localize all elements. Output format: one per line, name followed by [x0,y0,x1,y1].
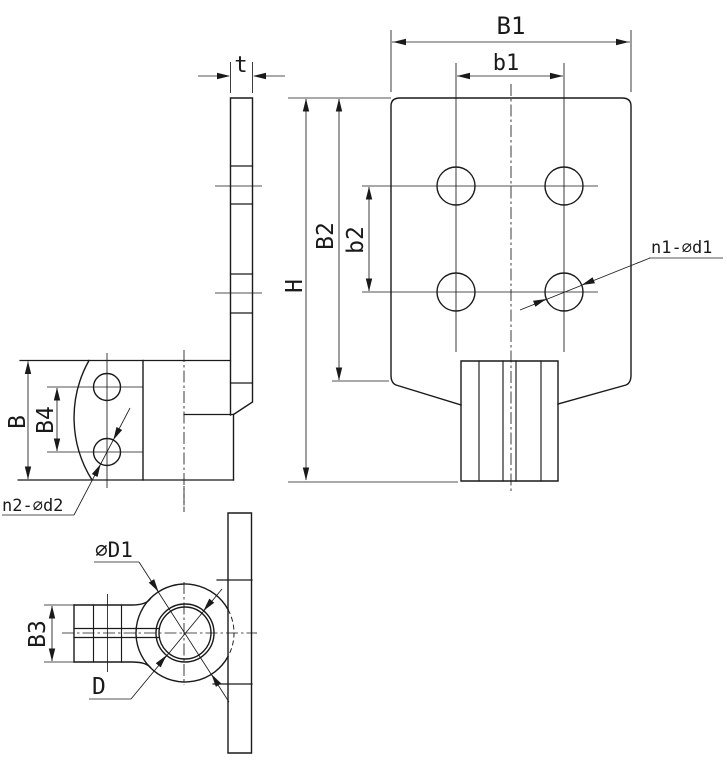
side-view: t [198,53,285,415]
dim-b1-arrow-left [457,72,470,80]
dim-B2-arrow-top [335,98,343,112]
side-bar-centerline-ticks [215,186,262,293]
left-view: B B4 n2-∅d2 [2,350,234,516]
callout-n2-d2-arrow-lower [91,464,101,478]
dim-H-arrow-top [302,98,310,112]
bottom-plate-outline [228,513,252,753]
dim-B3-arrow-top [48,605,56,619]
dim-B3-label: B3 [25,620,51,648]
bottom-boss-outer-circle [136,584,228,682]
front-hole-vertical-centerlines [456,63,564,352]
front-barrel-groove-lines [479,361,541,481]
dim-t-arrow-right [253,72,266,80]
dim-B1-label: B1 [497,12,526,40]
callout-n1-d1-arrow-outer [581,277,595,285]
dim-B4-arrow-bottom [53,438,61,452]
dim-B4-arrow-top [53,387,61,401]
left-body-rounded-end-arc [74,361,92,481]
callout-n2-d2: n2-∅d2 [2,408,130,516]
dim-B-arrow-top [24,361,32,374]
callout-n1-d1-label: n1-∅d1 [651,238,712,258]
dim-B1-arrow-left [393,38,406,46]
bottom-fork-groove-lines [94,605,122,662]
callout-n2-d2-arrow-upper [113,426,123,440]
callout-n1-d1-arrow-inner [533,299,547,307]
callout-n2-d2-label: n2-∅d2 [2,496,63,516]
dim-H-arrow-bottom [302,467,310,481]
dim-t-label: t [234,53,247,78]
dim-b1-label: b1 [493,51,520,76]
dim-b2-arrow-bottom [365,278,373,292]
bottom-fork-top-edge [74,599,151,606]
bottom-fork-slot-edges [74,629,159,638]
dim-B2-arrow-bottom [335,367,343,381]
callout-D-label: D [92,674,106,700]
callout-D-arrow-lower [155,655,167,668]
callout-D-arrow-upper [203,598,215,611]
bottom-view: B3 ∅D1 D [25,486,257,753]
dim-B1-extension-lines [391,30,631,92]
dim-B-arrow-bottom [24,466,32,480]
callout-D1-arrow-lower [211,674,222,687]
front-view: B1 b1 H B2 b2 n1-∅d1 [282,12,723,491]
dim-b2-label: b2 [343,226,369,254]
callout-n1-d1: n1-∅d1 [520,238,723,310]
callout-D1-label: ∅D1 [95,538,133,562]
dim-B3-arrow-bottom [48,648,56,662]
side-bar-outline [231,98,253,415]
dim-H-label: H [282,279,308,293]
callout-n2-d2-leader [74,408,130,515]
dim-b2-arrow-top [365,186,373,200]
callout-D: D [89,589,222,700]
dim-b1-arrow-right [550,72,563,80]
side-bar-hole-silhouette-lines [231,166,253,383]
dim-B1-arrow-right [616,38,629,46]
front-barrel-outline [461,361,558,481]
left-holes-horizontal-centerlines [47,387,143,452]
callout-D1: ∅D1 [94,538,229,702]
dim-B2-label: B2 [313,222,339,250]
dim-t-extension-lines [231,62,253,93]
dim-B-label: B [5,415,31,429]
front-plate-outline [391,98,631,405]
dim-t-arrow-left [217,72,230,80]
dim-B4-label: B4 [33,406,59,434]
front-hole-horizontal-centerlines [362,186,598,292]
bottom-fork-bottom-edge [74,662,151,668]
dim-B3-extension-lines [44,605,73,662]
callout-D1-arrow-upper [148,579,159,592]
